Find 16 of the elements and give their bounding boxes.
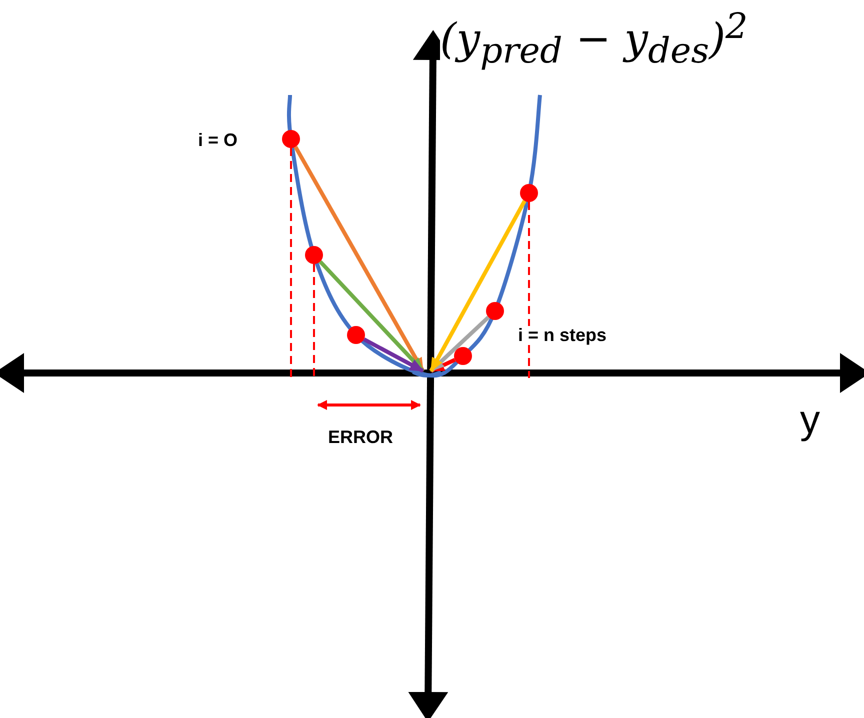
arrow [430,316,490,372]
data-point [486,302,504,320]
arrow [318,260,424,372]
arrow [430,358,456,373]
step-label: i = O [198,131,238,149]
data-point [347,326,365,344]
arrow [362,338,424,373]
data-point [282,130,300,148]
arrow [429,200,526,372]
step-label: i = n steps [518,326,607,344]
data-point [520,184,538,202]
axis-title: (y$_{pred}$ − y$_{des}$)$^{2}$ [440,10,748,70]
arrow [294,146,425,372]
data-point [305,246,323,264]
parabola-vertex [412,370,442,378]
dimension-label: ERROR [328,428,394,446]
